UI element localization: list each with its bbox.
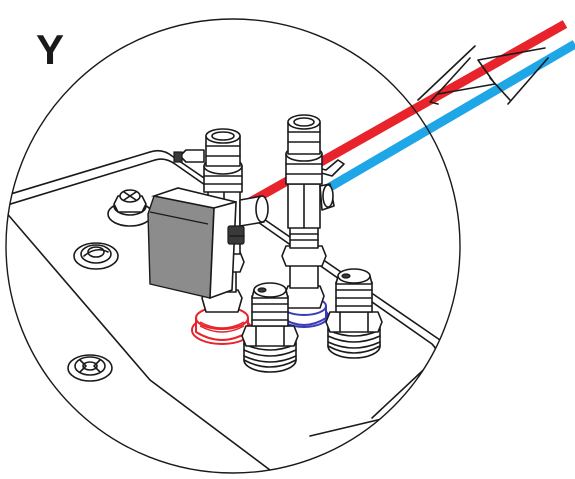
break-line-right [507,57,549,105]
break-line-left [429,57,471,105]
threaded-connector-front-right [325,268,383,359]
drain-fitting-upper [73,242,119,270]
threaded-connector-front-left [241,282,299,373]
panel-fittings [67,189,153,382]
view-label: Y [36,26,65,73]
pipe-break-symbol [417,45,546,101]
cold-water-pipe [315,40,575,198]
drain-fitting-lower [67,354,113,382]
screw-cap-fitting [107,189,153,227]
detail-circle [5,18,461,474]
cold-valve-assembly [281,114,345,309]
motorized-valve-actuator [147,187,245,300]
